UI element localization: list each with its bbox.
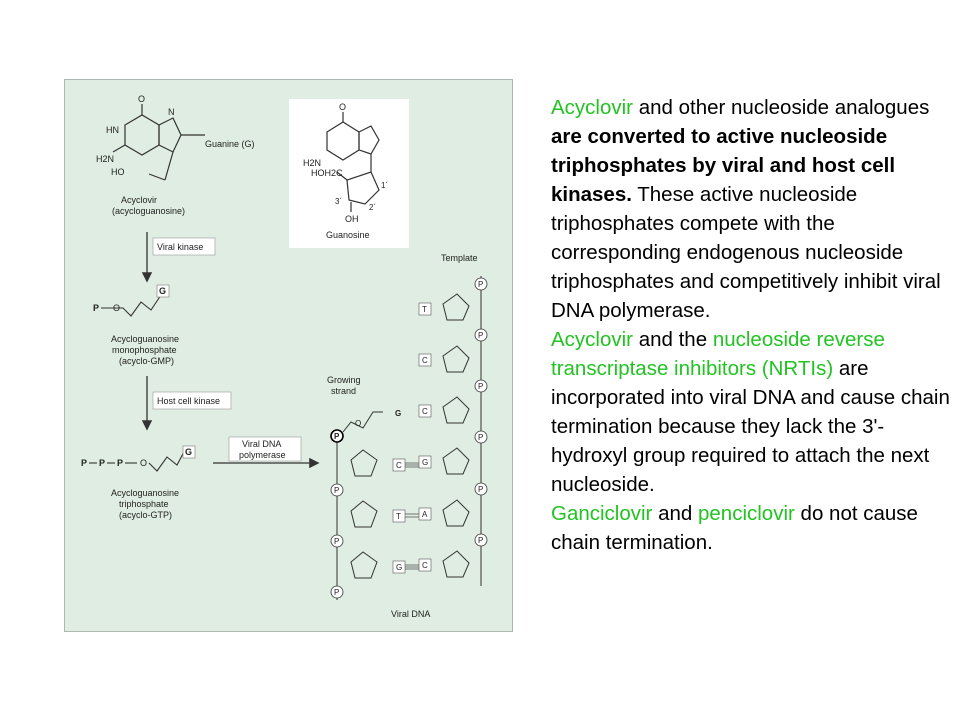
growing-phosphates: P P P [330,483,344,599]
tri-name-1: Acycloguanosine [111,488,179,498]
incoming-phosphate [330,429,344,443]
tri-p3-label: P [117,458,123,468]
host-kinase-label: Host cell kinase [157,396,220,406]
mono-g-label: G [159,286,166,296]
tri-p2-label: P [99,458,105,468]
ganciclovir-term: Ganciclovir [551,502,653,525]
text-incorporated: are incorporated into viral DNA and caus… [551,357,950,496]
paragraph-incorporation: Acyclovir and the nucleoside reverse tra… [551,325,951,499]
incoming-o-label: O [355,419,361,428]
text-and: and [652,502,698,525]
growing-label-2: strand [331,386,356,396]
incoming-chain [342,411,383,433]
tri-o-label: O [140,458,147,468]
template-sugars [442,293,470,578]
text-no-termination: do not cause chain termination. [551,502,918,554]
growing-p-2: P [334,537,339,546]
polymerase-label-1: Viral DNA [242,439,281,449]
tri-p1-label: P [81,458,87,468]
mono-name-3: (acyclo-GMP) [119,356,174,366]
mechanism-figure: O HN H2N N Guanine (G) HO Acyclovir (acy… [64,79,513,632]
acyclovir-structure [112,104,205,181]
template-p-2: P [478,331,483,340]
acyclovir-name: Acyclovir [121,195,157,205]
tri-g-box [182,445,196,459]
prime-1-label: 1´ [381,181,388,190]
acyclovir-term-1: Acyclovir [551,96,634,119]
paragraph-conversion: Acyclovir and other nucleoside analogues… [551,93,951,325]
guanosine-h2n-label: H2N [303,158,321,168]
growing-base-1: C [396,461,402,470]
tri-g-label: G [185,447,192,457]
atom-h2n-label: H2N [96,154,114,164]
text-converted: are converted to active nucleoside triph… [551,125,896,206]
template-p-5: P [478,485,483,494]
acyclovir-sub: (acycloguanosine) [112,206,185,216]
base-pair-bonds [405,462,419,570]
text-and-the: and the [633,328,713,351]
prime-2-label: 2´ [369,203,376,212]
mechanism-diagram: O HN H2N N Guanine (G) HO Acyclovir (acy… [81,94,488,619]
template-p-6: P [478,536,483,545]
viral-kinase-box [152,237,216,256]
acyclovir-term-2: Acyclovir [551,328,634,351]
atom-o-label: O [138,94,145,104]
tri-chain [148,449,186,472]
polymerase-box [228,436,302,462]
atom-n-label: N [168,107,175,117]
template-base-6: C [422,561,428,570]
tri-name-3: (acyclo-GTP) [119,510,172,520]
mono-name-1: Acycloguanosine [111,334,179,344]
growing-base-2: T [396,512,401,521]
growing-sugars [350,449,378,579]
explanation-text: Acyclovir and other nucleoside analogues… [551,93,951,557]
guanosine-box [289,99,409,248]
growing-p-3: P [334,588,339,597]
mono-name-2: monophosphate [112,345,177,355]
host-kinase-box [152,391,232,410]
guanosine-label: Guanosine [326,230,370,240]
template-phosphates: P P P P P P [474,277,488,547]
mono-p-label: P [93,303,99,313]
template-label: Template [441,253,478,263]
growing-label-1: Growing [327,375,361,385]
template-bases: T C C G A C [418,302,432,572]
mono-chain [101,294,162,317]
guanine-label: Guanine (G) [205,139,255,149]
incoming-p-label: P [334,432,340,441]
template-p-1: P [478,280,483,289]
viral-dna-label: Viral DNA [391,609,430,619]
viral-kinase-label: Viral kinase [157,242,203,252]
template-p-4: P [478,433,483,442]
growing-bases: C T G [392,458,406,574]
guanosine-o-label: O [339,102,346,112]
growing-base-3: G [396,563,402,572]
guanosine-oh-label: OH [345,214,359,224]
template-base-5: A [422,510,428,519]
atom-hn-label: HN [106,125,119,135]
polymerase-label-2: polymerase [239,450,286,460]
text-compete: These active nucleoside triphosphates co… [551,183,941,322]
guanosine-structure [326,112,380,212]
incoming-g-label: G [395,409,401,418]
atom-ho-label: HO [111,167,125,177]
text-and-other: and other nucleoside analogues [633,96,930,119]
nrtis-term: nucleoside reverse transcriptase inhibit… [551,328,885,380]
template-p-3: P [478,382,483,391]
paragraph-no-termination: Ganciclovir and penciclovir do not cause… [551,499,951,557]
template-base-4: G [422,458,428,467]
template-base-3: C [422,407,428,416]
penciclovir-term: penciclovir [698,502,795,525]
template-base-1: T [422,305,427,314]
guanosine-hoh2c-label: HOH2C [311,168,343,178]
tri-name-2: triphosphate [119,499,169,509]
template-base-2: C [422,356,428,365]
mono-g-box [156,284,170,298]
prime-3-label: 3´ [335,197,342,206]
growing-p-1: P [334,486,339,495]
